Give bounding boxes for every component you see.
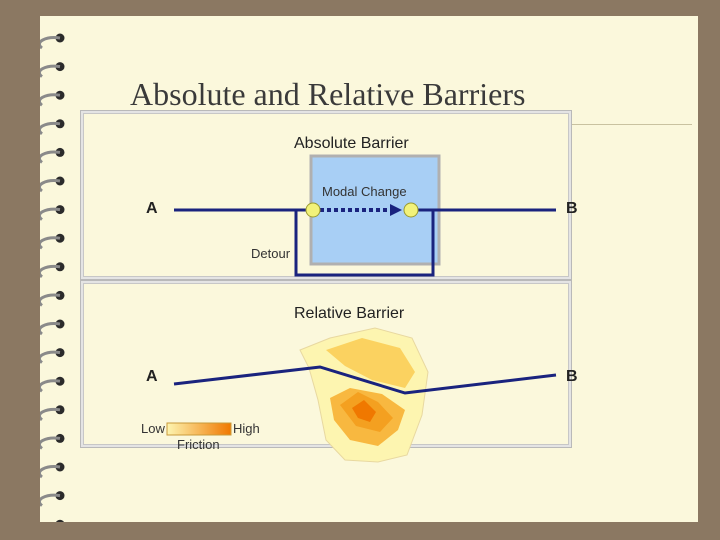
relative-start-label: A <box>146 368 158 385</box>
binding-ring <box>40 150 61 164</box>
binding-ring <box>40 93 61 107</box>
binding-ring <box>40 121 61 135</box>
binding-ring <box>40 207 61 221</box>
binding-hole <box>56 519 64 522</box>
node-left <box>305 202 321 218</box>
legend-high-label: High <box>233 421 260 436</box>
detour-label: Detour <box>251 246 291 261</box>
relative-end-label: B <box>566 368 578 385</box>
modal-change-arrowhead <box>390 204 402 216</box>
node-right <box>403 202 419 218</box>
friction-legend-gradient <box>166 422 232 436</box>
detour-route <box>294 210 435 277</box>
absolute-start-label: A <box>146 200 158 217</box>
binding-ring <box>40 36 61 50</box>
binding-ring <box>40 493 61 507</box>
modal-change-label: Modal Change <box>322 184 407 199</box>
friction-zone-core <box>352 400 376 422</box>
absolute-barrier-title: Absolute Barrier <box>294 135 409 152</box>
legend-low-label: Low <box>141 421 165 436</box>
binding-ring <box>40 379 61 393</box>
binding-ring <box>40 465 61 479</box>
absolute-end-label: B <box>566 200 578 217</box>
relative-barrier-title: Relative Barrier <box>294 305 405 322</box>
friction-zone-mid-top <box>326 338 415 388</box>
legend-caption: Friction <box>177 437 220 452</box>
binding-ring <box>40 236 61 250</box>
binding-ring <box>40 179 61 193</box>
binding-ring <box>40 436 61 450</box>
binding-ring <box>40 293 61 307</box>
binding-ring <box>40 407 61 421</box>
slide-title: Absolute and Relative Barriers <box>130 76 526 112</box>
binding-ring <box>40 350 61 364</box>
binding-ring <box>40 322 61 336</box>
spiral-binding <box>40 33 65 522</box>
binding-ring <box>40 64 61 78</box>
binding-ring <box>40 264 61 278</box>
relative-route <box>173 365 557 395</box>
